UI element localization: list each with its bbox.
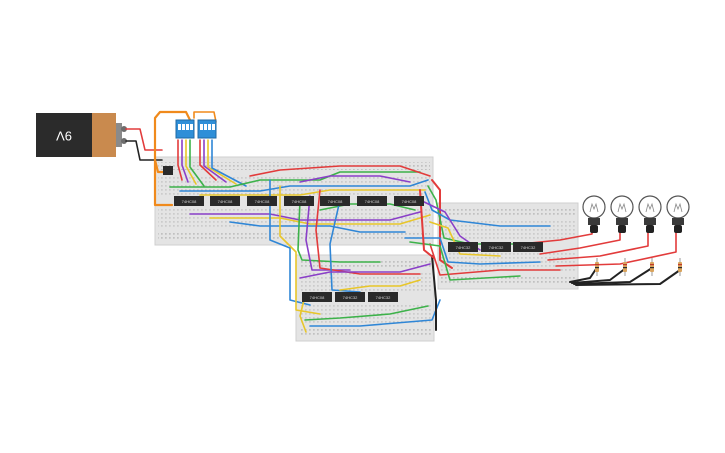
dip-switch-2[interactable]: [197, 119, 217, 139]
battery-9v[interactable]: 9V: [36, 113, 127, 157]
voltage-regulator[interactable]: [163, 166, 173, 175]
switch-toggle[interactable]: [182, 124, 185, 130]
chip-11[interactable]: 74HC08: [302, 292, 332, 302]
chip-label: 74HC32: [343, 295, 358, 300]
chip-label: 74HC32: [456, 245, 471, 250]
chip-label: 74HC08: [328, 199, 343, 204]
chip-4[interactable]: 74HC08: [284, 196, 314, 206]
chip-5[interactable]: 74HC08: [320, 196, 350, 206]
light-bulb-2[interactable]: [610, 195, 634, 233]
switch-toggle[interactable]: [204, 124, 207, 130]
battery-terminal-positive: [121, 126, 127, 132]
chip-13[interactable]: 74HC32: [368, 292, 398, 302]
wires: [125, 110, 681, 333]
switch-toggle[interactable]: [178, 124, 181, 130]
chip-label: 74HC08: [402, 199, 417, 204]
chip-label: 74HC32: [521, 245, 536, 250]
chip-label: 74HC32: [376, 295, 391, 300]
resistor-3[interactable]: [650, 258, 654, 276]
chip-12[interactable]: 74HC32: [335, 292, 365, 302]
chip-label: 74HC08: [218, 199, 233, 204]
resistor-2[interactable]: [623, 258, 627, 276]
chip-label: 74HC32: [489, 245, 504, 250]
chip-3[interactable]: 74HC08: [247, 196, 277, 206]
light-bulb-3[interactable]: [638, 195, 662, 233]
chip-label: 74HC08: [255, 199, 270, 204]
wire-battery-positive: [125, 128, 163, 151]
wire-battery-negative: [125, 140, 163, 161]
battery-body: [36, 113, 92, 157]
resistor-4[interactable]: [678, 258, 682, 276]
switch-toggle[interactable]: [200, 124, 203, 130]
battery-terminal-negative: [121, 138, 127, 144]
chip-2[interactable]: 74HC08: [210, 196, 240, 206]
chip-label: 74HC08: [310, 295, 325, 300]
chip-9[interactable]: 74HC32: [481, 242, 511, 252]
chip-label: 74HC08: [365, 199, 380, 204]
chip-8[interactable]: 74HC32: [448, 242, 478, 252]
switch-toggle[interactable]: [212, 124, 215, 130]
battery-label: 9V: [56, 129, 72, 144]
chip-label: 74HC08: [292, 199, 307, 204]
resistor-1[interactable]: [595, 258, 599, 276]
light-bulb-4[interactable]: [666, 195, 690, 233]
switch-toggle[interactable]: [208, 124, 211, 130]
switch-toggle[interactable]: [186, 124, 189, 130]
dip-switch-1[interactable]: [175, 119, 195, 139]
switch-toggle[interactable]: [190, 124, 193, 130]
chip-1[interactable]: 74HC08: [174, 196, 204, 206]
light-bulb-1[interactable]: [582, 195, 606, 233]
chip-7[interactable]: 74HC08: [394, 196, 424, 206]
chip-6[interactable]: 74HC08: [357, 196, 387, 206]
chip-10[interactable]: 74HC32: [513, 242, 543, 252]
battery-terminal: [116, 123, 122, 147]
chip-label: 74HC08: [182, 199, 197, 204]
battery-cap: [92, 113, 116, 157]
